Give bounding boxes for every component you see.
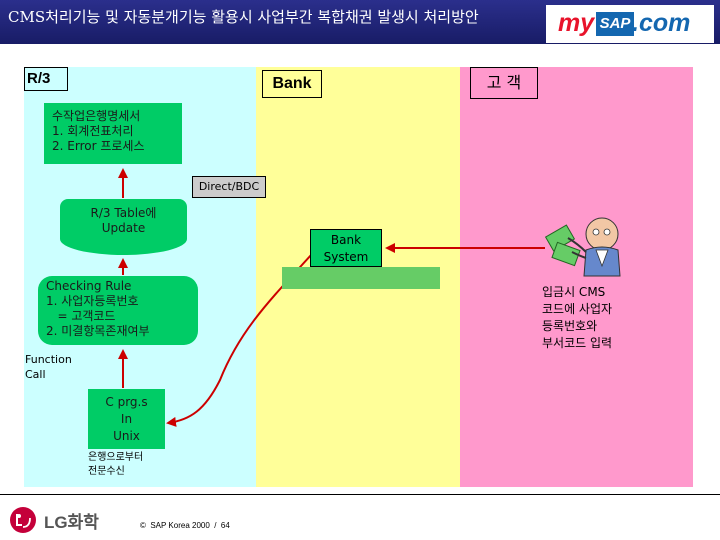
- customer-figure: [544, 217, 621, 277]
- footer-divider: [0, 494, 720, 495]
- banksys-line-1: Bank: [330, 233, 362, 247]
- r3-lane-label: R/3: [24, 67, 68, 91]
- recv-line-2: 전문수신: [88, 466, 125, 477]
- cprg-line-3: Unix: [113, 429, 140, 443]
- company-name: LG화학: [44, 513, 99, 532]
- customer-lane: [460, 67, 693, 487]
- c-program-box: C prg.s In Unix: [88, 389, 165, 449]
- fcall-line-1: Function: [25, 353, 72, 366]
- check-line-2: 1. 사업자등록번호: [46, 294, 139, 308]
- receive-label: 은행으로부터 전문수신: [88, 451, 143, 479]
- lg-logo-icon: [10, 507, 36, 533]
- doc-line-1: 수작업은행명세서: [52, 109, 141, 123]
- function-call-label: Function Call: [25, 352, 72, 382]
- doc-line-2: 1. 회계전표처리: [52, 124, 134, 138]
- logo-my-text: my: [558, 9, 595, 37]
- slide-title: CMS처리기능 및 자동분개기능 활용시 사업부간 복합채권 발생시 처리방안: [8, 8, 479, 26]
- direct-bdc-label: Direct/BDC: [192, 176, 266, 198]
- checking-rule-box: Checking Rule 1. 사업자등록번호 = 고객코드 2. 미결항목존…: [38, 276, 198, 345]
- cust-line-2: 코드에 사업자: [542, 302, 613, 316]
- cust-line-4: 부서코드 입력: [542, 336, 613, 350]
- logo-com-text: .com: [632, 9, 691, 37]
- recv-line-1: 은행으로부터: [88, 452, 144, 463]
- table-line-1: R/3 Table에: [90, 206, 157, 220]
- cprg-line-2: In: [120, 412, 133, 426]
- banksys-line-2: System: [323, 250, 369, 264]
- cprg-line-1: C prg.s: [105, 395, 148, 409]
- customer-lane-label: 고 객: [470, 67, 538, 99]
- bank-system-base: [282, 267, 440, 289]
- customer-note: 입금시 CMS 코드에 사업자 등록번호와 부서코드 입력: [542, 284, 612, 352]
- fcall-line-2: Call: [25, 368, 46, 381]
- logo-sap-text: SAP: [596, 12, 634, 36]
- manual-statement-box: 수작업은행명세서 1. 회계전표처리 2. Error 프로세스: [44, 103, 182, 164]
- check-line-4: 2. 미결항목존재여부: [46, 324, 150, 338]
- check-line-1: Checking Rule: [46, 279, 132, 293]
- copyright-text: © SAP Korea 2000 / 64: [140, 521, 230, 530]
- check-line-3: = 고객코드: [46, 309, 116, 323]
- bank-system-box: Bank System: [310, 229, 382, 267]
- bank-lane-label: Bank: [262, 70, 322, 98]
- cust-line-1: 입금시 CMS: [542, 285, 606, 299]
- table-line-2: Update: [101, 221, 146, 235]
- doc-line-3: 2. Error 프로세스: [52, 139, 145, 153]
- cust-line-3: 등록번호와: [542, 319, 598, 333]
- table-update-shape: R/3 Table에 Update: [60, 199, 187, 255]
